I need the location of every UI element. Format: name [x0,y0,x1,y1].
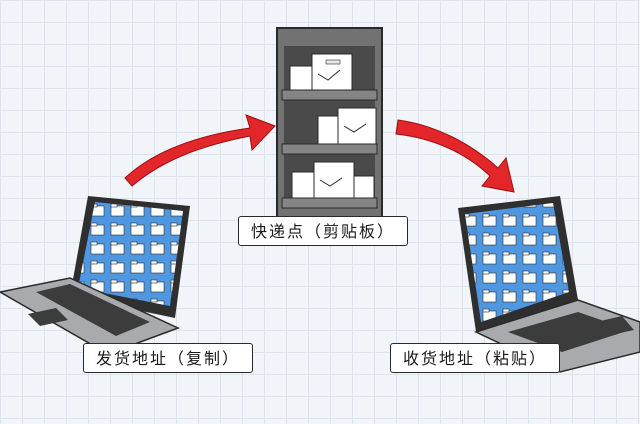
laptop-icon [0,196,190,355]
storage-shelf-icon [276,27,383,224]
parcel-box-icon [291,161,375,199]
curved-arrow-icon [395,119,515,193]
sender-address-label: 发货地址（复制） [83,343,254,373]
curved-arrow-icon [124,114,276,187]
laptop-icon [458,196,640,373]
parcel-box-icon [317,107,377,145]
parcel-box-icon [289,53,353,91]
receiver-address-label: 收货地址（粘贴） [390,343,561,373]
courier-point-label: 快递点（剪贴板） [238,216,409,246]
